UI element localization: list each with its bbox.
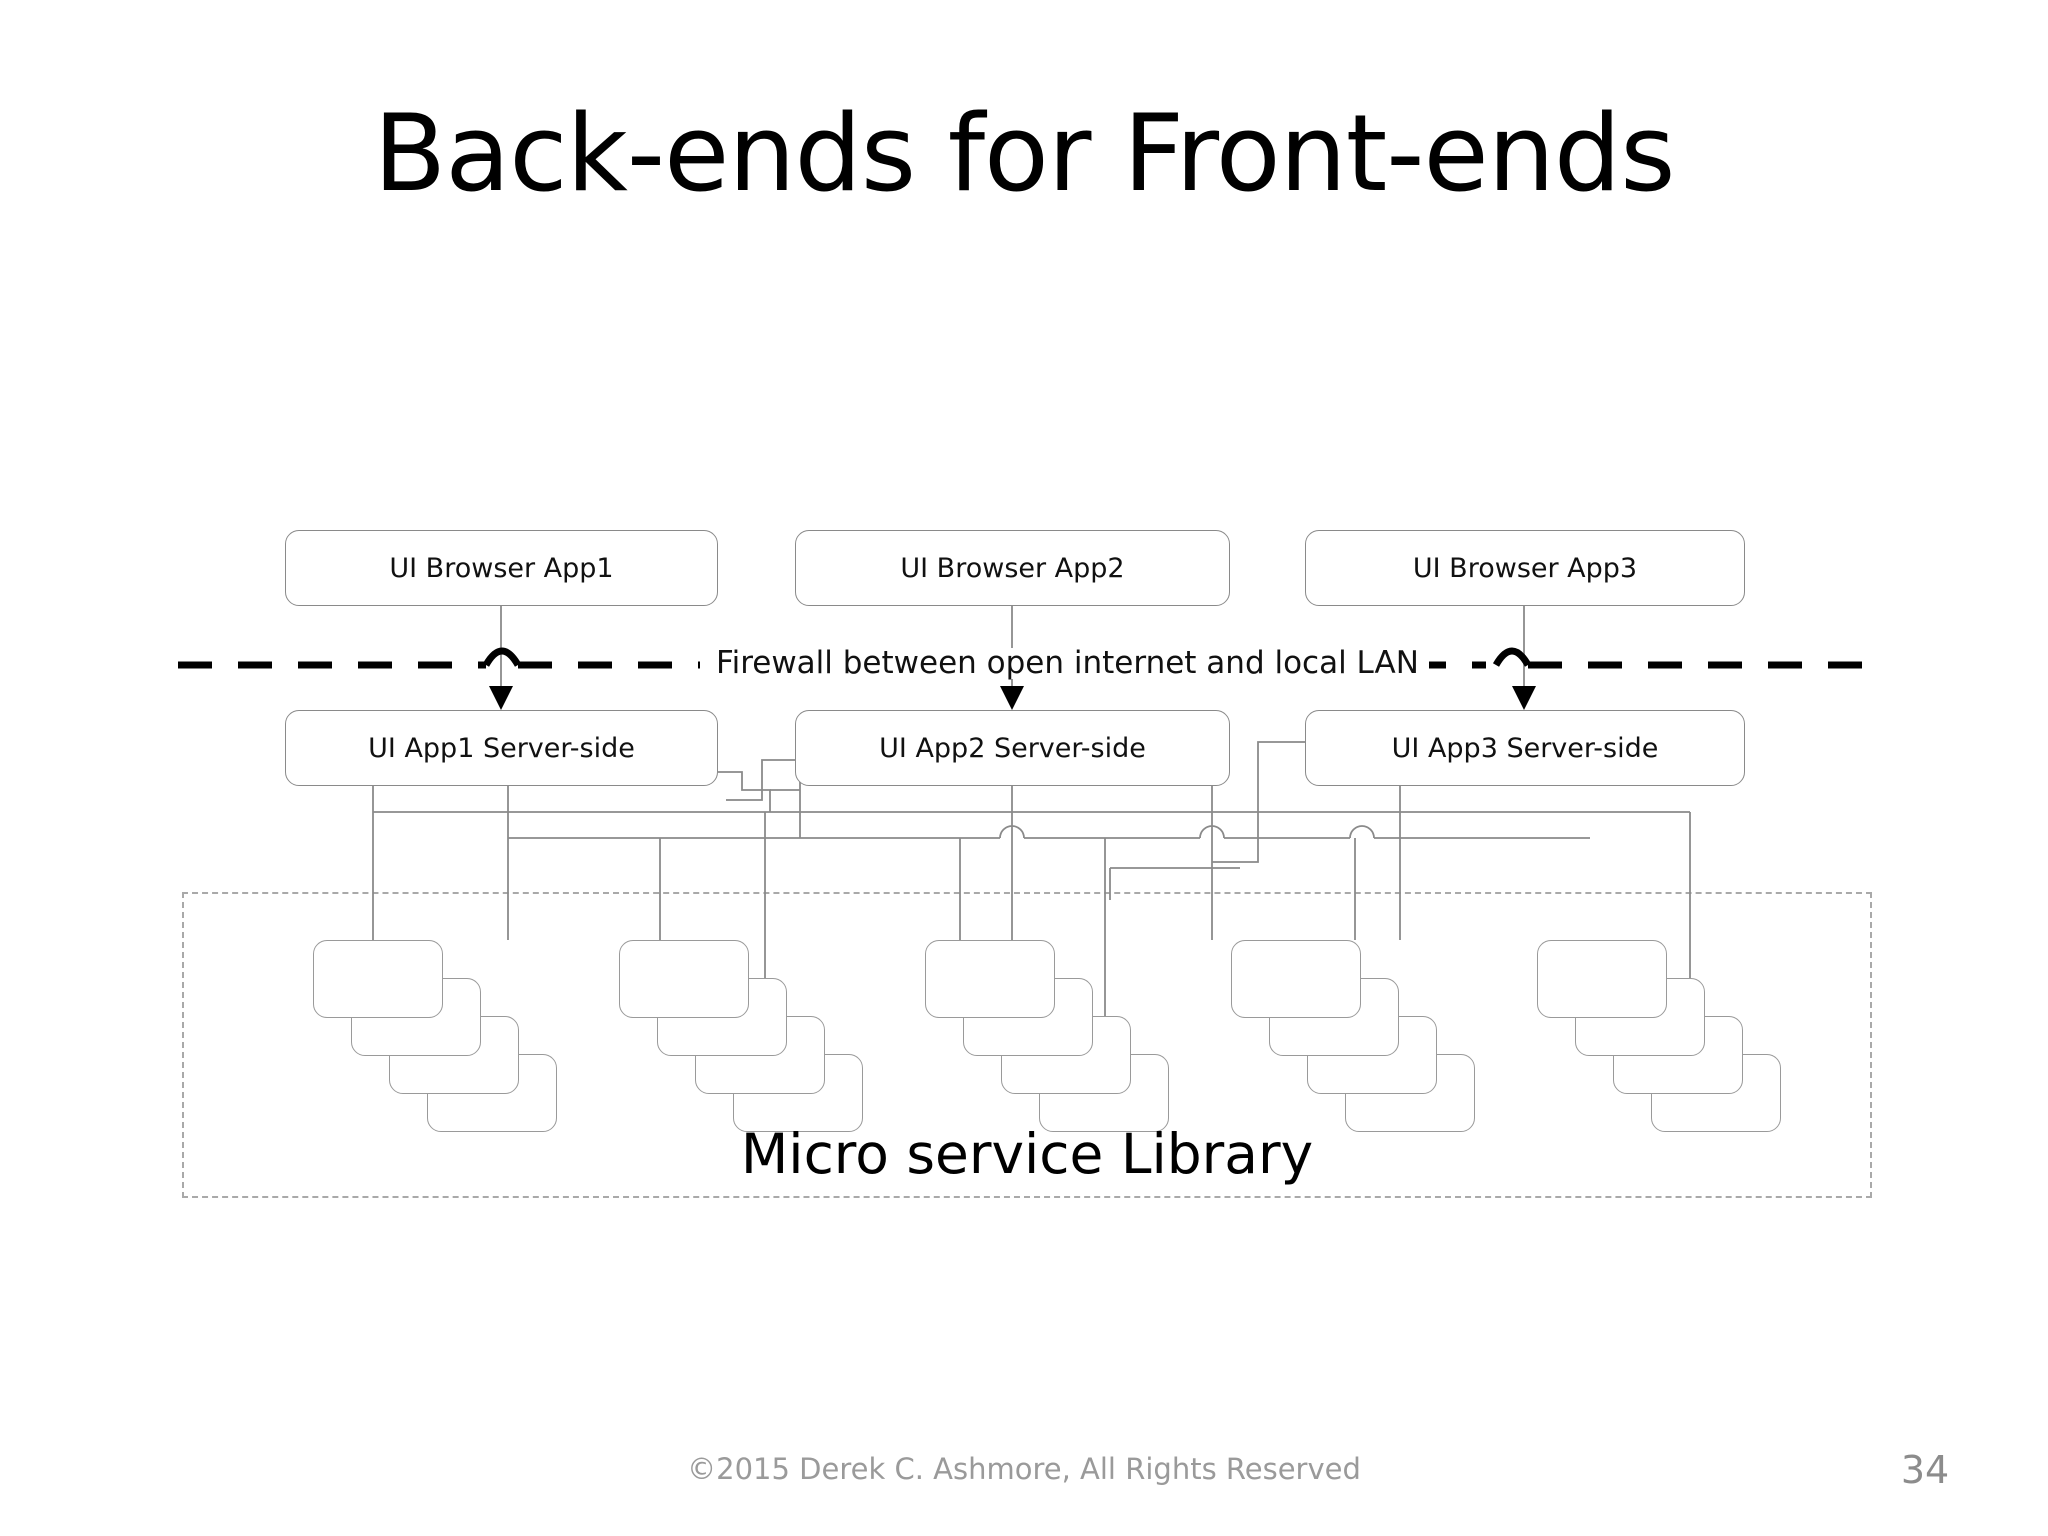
server-app1-box[interactable]: UI App1 Server-side: [285, 710, 718, 786]
server-app1-label: UI App1 Server-side: [368, 732, 635, 764]
arrowheads: [489, 686, 1536, 710]
browser-app2-box[interactable]: UI Browser App2: [795, 530, 1230, 606]
page-title: Back-ends for Front-ends: [373, 92, 1676, 215]
server-app3-label: UI App3 Server-side: [1391, 732, 1659, 764]
server-app3-box[interactable]: UI App3 Server-side: [1305, 710, 1745, 786]
browser-app3-label: UI Browser App3: [1412, 552, 1638, 584]
browser-app1-label: UI Browser App1: [389, 552, 614, 584]
footer-copyright: ©2015 Derek C. Ashmore, All Rights Reser…: [687, 1452, 1361, 1486]
server-app2-label: UI App2 Server-side: [879, 732, 1146, 764]
microservice-library-container: [182, 892, 1872, 1198]
browser-app2-label: UI Browser App2: [900, 552, 1125, 584]
browser-app3-box[interactable]: UI Browser App3: [1305, 530, 1745, 606]
microservice-card[interactable]: [619, 940, 749, 1018]
microservice-card[interactable]: [925, 940, 1055, 1018]
server-app2-box[interactable]: UI App2 Server-side: [795, 710, 1230, 786]
microservice-library-label: Micro service Library: [740, 1122, 1314, 1186]
microservice-card[interactable]: [1537, 940, 1667, 1018]
microservice-card[interactable]: [1231, 940, 1361, 1018]
browser-app1-box[interactable]: UI Browser App1: [285, 530, 718, 606]
firewall-label: Firewall between open internet and local…: [706, 648, 1429, 679]
microservice-card[interactable]: [313, 940, 443, 1018]
page-number: 34: [1900, 1448, 1950, 1492]
